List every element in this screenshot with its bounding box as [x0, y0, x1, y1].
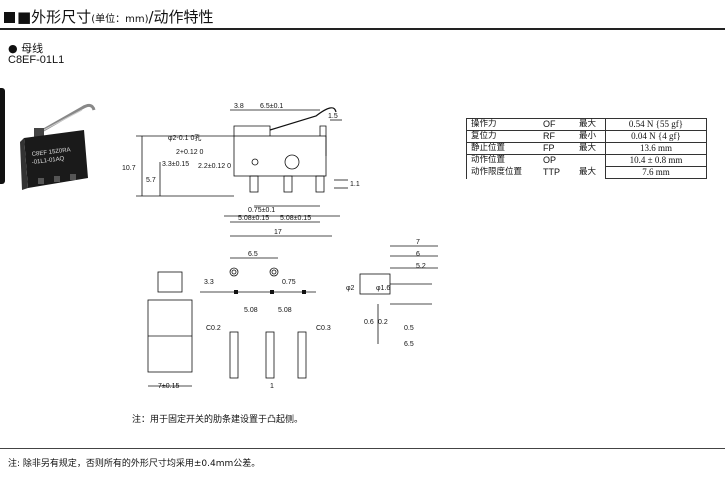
dim-3-3: 3.3±0.15 [162, 161, 189, 168]
header-prefix: ■外形尺寸 [17, 8, 92, 26]
dim-hole: φ2-0.1 0孔 [168, 134, 201, 142]
dim-5-2-right: 5.2 [416, 263, 426, 270]
photo-print-line2: -01L1-01AQ [32, 156, 66, 166]
dim-5-7: 5.7 [146, 177, 156, 184]
dim-3-3-b: 3.3 [204, 279, 214, 286]
operating-characteristics-table: 操作力 OF 最大 0.54 N {55 gf} 复位力 RF 最小 0.04 … [466, 118, 707, 179]
dim-0-75-b: 0.75 [282, 279, 296, 286]
spec-row-ttp: 动作限度位置 TTP 最大 7.6 mm [466, 166, 707, 179]
model-number: C8EF-01L1 [8, 54, 65, 66]
dim-6-right: 6 [416, 251, 420, 258]
dimension-drawing: 3.8 6.5±0.1 1.5 φ2-0.1 0孔 2+0.12 0 3.3±0… [122, 103, 438, 390]
dim-17: 17 [274, 229, 282, 236]
switch-body-front [233, 135, 327, 177]
dim-6-5-bottom: 6.5 [404, 341, 414, 348]
section-header: ■外形尺寸(单位：mm)/动作特性 [4, 6, 214, 27]
dim-2-2: 2.2±0.12 0 [198, 163, 231, 170]
dim-phi-1-6: φ1.6 [376, 285, 390, 292]
side-tab-marker [0, 88, 5, 184]
square-bullet-icon [4, 12, 15, 23]
dim-1: 1 [270, 383, 274, 390]
footer-rule [0, 448, 725, 449]
dim-7-right: 7 [416, 239, 420, 246]
dim-5-08-d: 5.08 [278, 307, 292, 314]
spec-row-fp: 静止位置 FP 最大 13.6 mm [466, 142, 707, 155]
chamfer-0-3: C0.3 [316, 325, 331, 332]
spec-row-op: 动作位置 OP 10.4 ± 0.8 mm [466, 154, 707, 167]
header-rule [0, 28, 725, 30]
drawing-note: 注：用于固定开关的肋条建设置于凸起侧。 [132, 415, 304, 425]
dim-0-5: 0.5 [404, 325, 414, 332]
dim-0-2: 0.2 [378, 319, 388, 326]
dim-0-75-a: 0.75±0.1 [248, 207, 275, 214]
header-suffix: /动作特性 [148, 8, 214, 26]
dim-phi-2: φ2 [346, 285, 355, 292]
dim-1-1: 1.1 [350, 181, 360, 188]
dim-5-08-c: 5.08 [244, 307, 258, 314]
dim-2: 2+0.12 0 [176, 149, 204, 156]
product-photo: C8EF 15Z0RA -01L1-01AQ [20, 103, 96, 190]
spec-row-of: 操作力 OF 最大 0.54 N {55 gf} [466, 118, 707, 131]
dim-6-5-mid: 6.5 [248, 251, 258, 258]
subsection-title: ● 母线 [8, 42, 44, 55]
dim-10-7: 10.7 [122, 165, 136, 172]
dim-0-6: 0.6 [364, 319, 374, 326]
chamfer-0-2: C0.2 [206, 325, 221, 332]
dim-3-8: 3.8 [234, 103, 244, 110]
footer-note: 注: 除非另有规定，否则所有的外形尺寸均采用±0.4mm公差。 [8, 459, 261, 469]
dim-7-side: 7±0.15 [158, 383, 179, 390]
photo-print-line1: C8EF 15Z0RA [32, 147, 71, 158]
dim-5-08-a: 5.08±0.15 [238, 215, 269, 222]
header-unit: (单位：mm) [91, 14, 149, 25]
dim-1-5: 1.5 [328, 113, 338, 120]
dim-5-08-b: 5.08±0.15 [280, 215, 311, 222]
dim-6-5-top: 6.5±0.1 [260, 103, 283, 110]
spec-row-rf: 复位力 RF 最小 0.04 N {4 gf} [466, 130, 707, 143]
